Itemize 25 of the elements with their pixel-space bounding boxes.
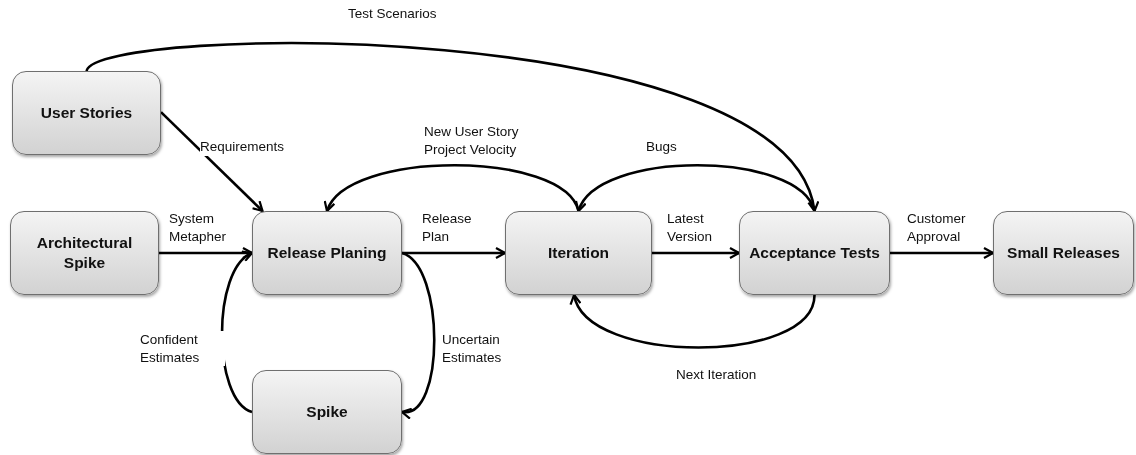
- arrow: [400, 251, 436, 417]
- arrow: [160, 111, 264, 213]
- process-box: [993, 211, 1134, 295]
- arrow: [402, 246, 507, 260]
- arrow: [85, 42, 817, 213]
- process-box: [12, 71, 161, 155]
- process-box: [739, 211, 890, 295]
- arrow: [159, 246, 254, 260]
- box-label: Iteration: [546, 242, 611, 263]
- arrow: [890, 246, 995, 260]
- arrow: [572, 293, 816, 349]
- process-box: [505, 211, 652, 295]
- box-label: Architectural Spike: [35, 232, 134, 273]
- box-label: Small Releases: [1006, 242, 1121, 263]
- process-box: [252, 211, 402, 295]
- box-label: Spike: [305, 401, 349, 422]
- arrow: [577, 164, 816, 213]
- process-box: [10, 211, 159, 295]
- box-label: Release Planing: [266, 242, 388, 263]
- box-label: Acceptance Tests: [748, 242, 881, 263]
- box-label: User Stories: [39, 102, 134, 123]
- arrow: [652, 246, 741, 260]
- process-box: [252, 370, 402, 454]
- edge-label: Confident Estimates: [140, 331, 225, 367]
- arrow: [325, 164, 580, 213]
